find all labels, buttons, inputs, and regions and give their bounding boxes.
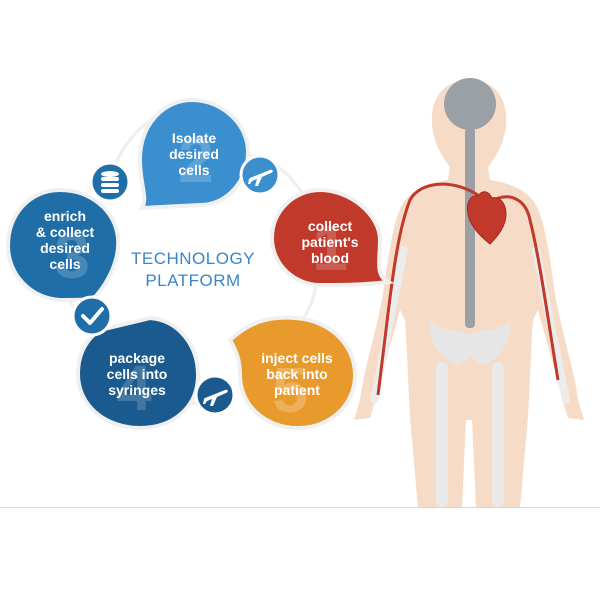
connector-checkmark [71,295,113,337]
heart [467,191,507,245]
step-3-drop: 3 [5,187,121,303]
human-body-illustration [354,78,584,508]
step-2-number: 2 [178,124,214,196]
connector-airplane-bottom [194,374,236,416]
center-title-line1: TECHNOLOGY [130,249,256,268]
checkmark-icon [81,307,104,325]
center-title-line2: PLATFORM [145,271,241,290]
step-4-number: 4 [116,352,152,424]
step-5-shape [227,315,358,431]
step-5-drop: 5 [227,315,358,431]
right-femur [492,362,504,507]
step-1-number: 1 [312,212,348,284]
step-1-shape [269,187,395,288]
step-2-shape [137,97,251,211]
step-1-drop: 1 [269,187,395,288]
pelvis-bone [429,322,511,365]
step-4-shape [75,315,201,431]
connector-airplane-top [239,154,281,196]
left-femur [436,362,448,507]
database-icon [101,171,119,193]
airplane-icon [248,169,273,186]
blood-vessel-left [376,182,479,396]
ground-line [0,507,600,508]
step-5-number: 5 [272,354,308,426]
spinal-cord [465,128,475,328]
step-2-drop: 2 [137,97,251,211]
left-arm-bone [370,246,408,404]
brain [444,78,496,130]
blood-vessel-right [489,195,560,381]
step-3-number: 3 [54,220,90,292]
step-4-drop: 4 [75,315,201,431]
connector-database [89,161,131,203]
airplane-icon [203,389,228,406]
center-title: TECHNOLOGY PLATFORM [118,248,268,292]
